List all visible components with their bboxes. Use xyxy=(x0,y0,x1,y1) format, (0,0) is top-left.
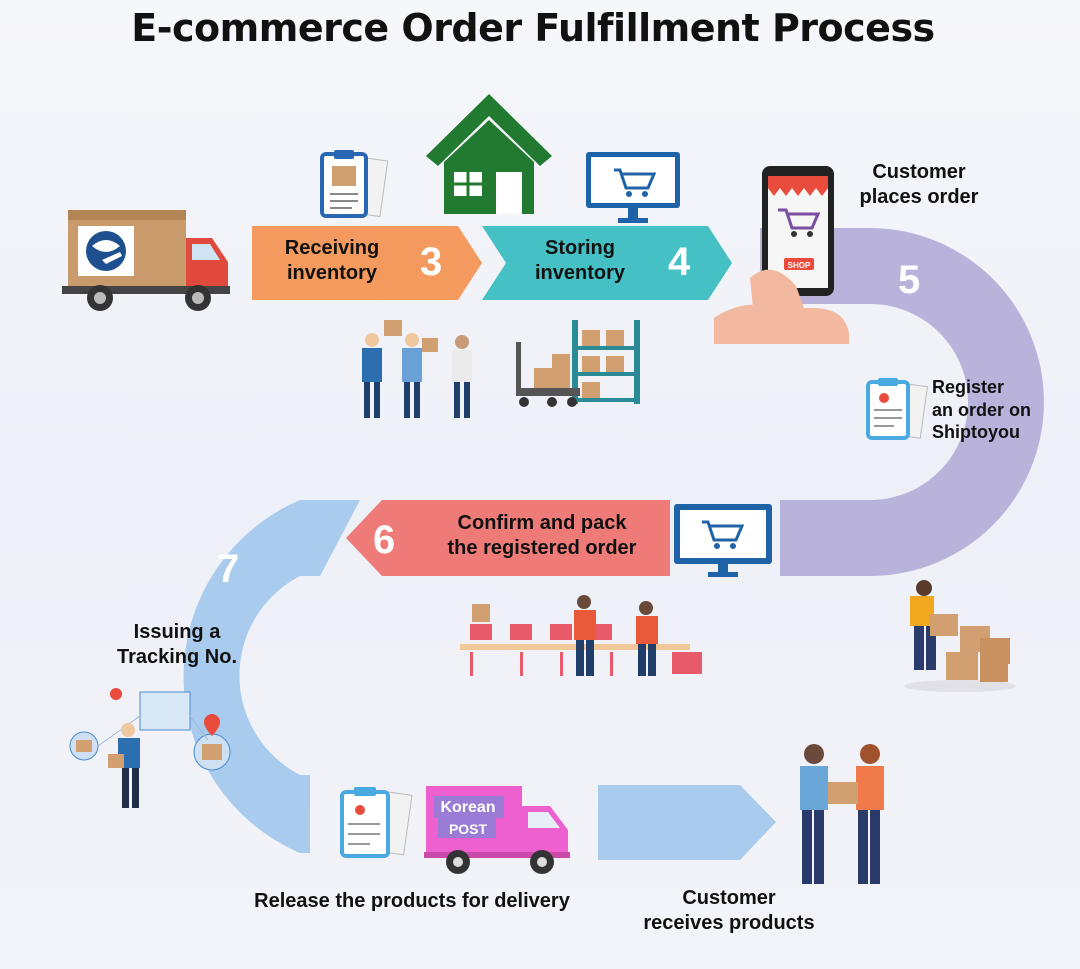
step-4-number: 4 xyxy=(668,240,691,284)
phone-shop-sign: SHOP xyxy=(788,261,811,270)
release-label: Release the products for delivery xyxy=(254,890,570,912)
step-3-arrow xyxy=(252,226,482,300)
warehouse-house-icon xyxy=(426,94,552,214)
phone-shop-icon: SHOP xyxy=(714,166,849,344)
monitor-cart-icon xyxy=(586,152,680,223)
delivery-truck-icon xyxy=(62,210,230,311)
release-clipboard-icon xyxy=(340,787,413,858)
step-7-number: 7 xyxy=(217,547,240,591)
step-4-arrow xyxy=(482,226,732,300)
step-5-loop xyxy=(760,228,1044,576)
truck-text-korean: Korean xyxy=(440,799,495,816)
step-3-number: 3 xyxy=(420,240,443,284)
workers-receiving-icon xyxy=(362,320,472,418)
register-clipboard-icon xyxy=(866,378,928,440)
step-5-number: 5 xyxy=(898,258,921,302)
step-6-number: 6 xyxy=(373,518,396,562)
customer-handover-icon xyxy=(800,744,884,884)
page-title: E-commerce Order Fulfillment Process xyxy=(131,6,935,50)
truck-text-post: POST xyxy=(449,821,488,837)
step-6-arrow xyxy=(346,500,670,576)
monitor-cart-icon-2 xyxy=(674,504,772,577)
tracking-map-icon xyxy=(69,688,231,808)
clipboard-icon xyxy=(320,150,389,218)
delivery-arrow xyxy=(598,785,776,860)
packing-conveyor-icon xyxy=(460,595,702,676)
worker-boxes-icon xyxy=(904,580,1016,692)
step-7-loop xyxy=(183,500,360,853)
korean-post-truck-icon: Korean POST xyxy=(424,786,570,874)
warehouse-shelves-icon xyxy=(516,320,640,407)
